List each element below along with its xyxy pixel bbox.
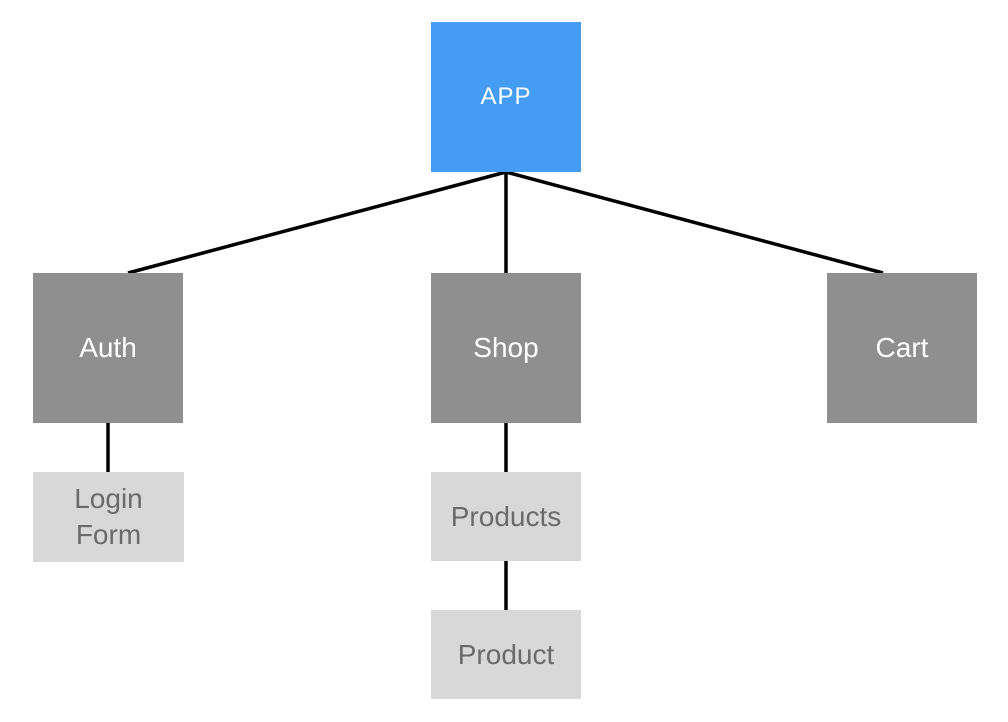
edge-app-cart (505, 170, 884, 275)
node-product-label: Product (457, 638, 555, 670)
node-auth: Auth (33, 273, 183, 423)
node-app: APP (431, 22, 581, 172)
node-cart-label: Cart (875, 332, 929, 363)
node-products: Products (431, 472, 581, 561)
node-login-form: Login Form (33, 472, 184, 562)
node-login-form-label: Login Form (74, 483, 143, 550)
node-auth-label: Auth (79, 332, 137, 363)
node-app-label: APP (480, 83, 532, 110)
node-products-label: Products (450, 500, 562, 532)
node-shop-label: Shop (473, 332, 539, 363)
node-product: Product (431, 610, 581, 699)
edge-app-auth (127, 170, 507, 275)
node-cart: Cart (827, 273, 977, 423)
node-shop: Shop (431, 273, 581, 423)
